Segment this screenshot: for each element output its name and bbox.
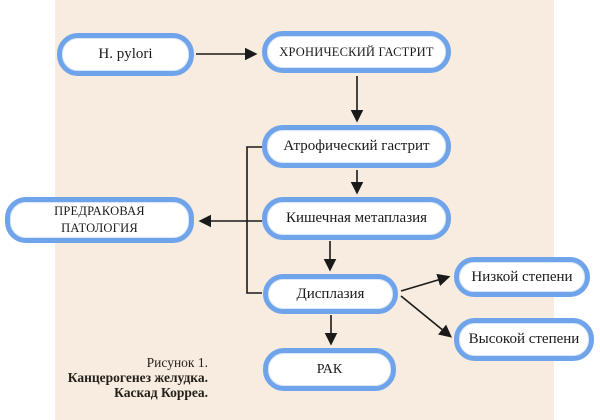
- node-h-pylori: H. pylori: [57, 33, 194, 76]
- node-chronic-gastritis: ХРОНИЧЕСКИЙ ГАСТРИТ: [262, 31, 451, 73]
- arrow-dysplasia-to-high-grade: [400, 295, 452, 338]
- node-low-grade-label: Низкой степени: [471, 268, 573, 285]
- node-high-grade: Высокой степени: [454, 318, 594, 361]
- node-precancerous-pathology-line1: ПРЕДРАКОВАЯ: [54, 204, 145, 218]
- node-cancer-label: РАК: [316, 362, 343, 377]
- node-h-pylori-label: H. pylori: [98, 46, 153, 62]
- figure-caption-number: Рисунок 1.: [146, 355, 208, 370]
- node-intestinal-metaplasia-label: Кишечная метаплазия: [285, 210, 428, 226]
- node-precancerous-pathology: ПРЕДРАКОВАЯ ПАТОЛОГИЯ: [5, 197, 194, 243]
- node-atrophic-gastritis: Атрофический гастрит: [262, 125, 451, 168]
- bracket-precancer-group: [246, 146, 262, 294]
- figure-caption-title: Канцерогенез желудка.: [67, 370, 208, 385]
- node-dysplasia-label: Дисплазия: [296, 285, 365, 302]
- node-low-grade: Низкой степени: [454, 257, 590, 297]
- arrow-dysplasia-to-low-grade: [400, 273, 451, 292]
- figure-caption-subtitle: Каскад Корреа.: [114, 385, 208, 400]
- node-atrophic-gastritis-label: Атрофический гастрит: [283, 138, 430, 154]
- node-dysplasia: Дисплазия: [263, 274, 398, 314]
- node-precancerous-pathology-line2: ПАТОЛОГИЯ: [61, 221, 138, 235]
- node-high-grade-label: Высокой степени: [468, 331, 580, 347]
- figure-caption: Рисунок 1. Канцерогенез желудка. Каскад …: [28, 355, 208, 400]
- node-chronic-gastritis-label: ХРОНИЧЕСКИЙ ГАСТРИТ: [279, 44, 434, 59]
- node-intestinal-metaplasia: Кишечная метаплазия: [262, 197, 451, 240]
- node-cancer: РАК: [263, 348, 396, 391]
